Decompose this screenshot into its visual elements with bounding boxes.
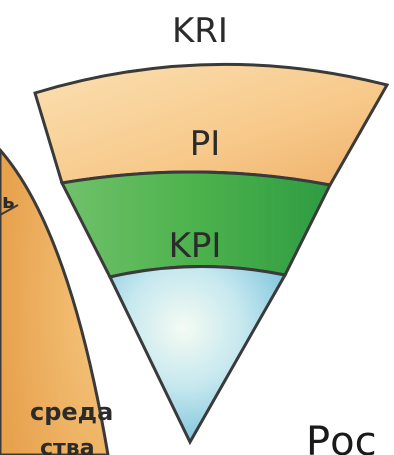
label-left-bottom: среда	[30, 398, 113, 426]
label-top: KRI	[172, 11, 228, 51]
label-left-bottom-cut: ства	[40, 436, 95, 455]
label-lower: KPI	[169, 226, 222, 266]
bottom-right-text: Рос	[306, 419, 377, 455]
label-middle: PI	[190, 124, 221, 164]
inner-core	[107, 265, 288, 446]
label-left-cut: ь	[2, 189, 15, 213]
left-disk	[0, 147, 110, 455]
